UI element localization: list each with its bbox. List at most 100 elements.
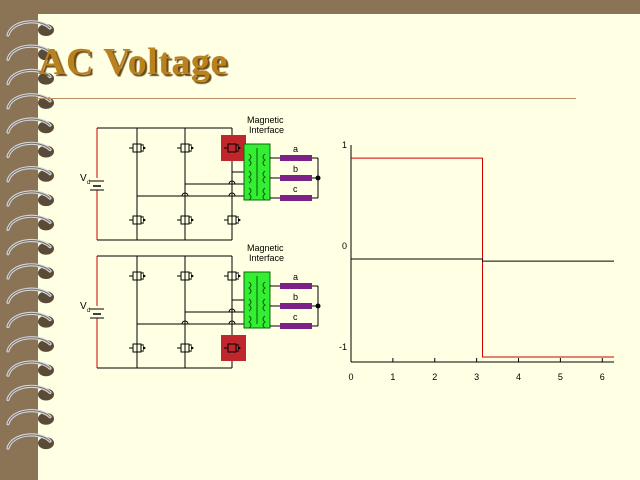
igbt-switch: [177, 143, 194, 153]
igbt-switch: [224, 271, 241, 281]
binder-ring: [6, 360, 54, 377]
interface-label-line2: Interface: [249, 253, 284, 263]
binder-ring: [6, 409, 54, 426]
coil-secondary: [262, 298, 266, 312]
source-subscript: d: [87, 308, 90, 314]
ring-wire-shade: [7, 264, 51, 279]
coil-secondary: [262, 281, 266, 295]
wire-crossover: [228, 308, 236, 313]
chart-axes: [350, 145, 614, 363]
binder-ring: [6, 214, 54, 231]
wire-crossover: [181, 320, 189, 325]
ring-wire-shade: [7, 288, 51, 303]
ring-wire-shade: [7, 361, 51, 376]
binder-ring: [6, 384, 54, 402]
phase-label-b: b: [293, 292, 298, 302]
ring-wire-shade: [7, 215, 51, 230]
phase-load-b: [280, 175, 312, 181]
igbt-switch: [129, 143, 146, 153]
coil-secondary: [262, 187, 266, 201]
wire-crossover: [181, 192, 189, 197]
y-tick-label: 0: [342, 241, 347, 251]
binder-ring: [6, 311, 54, 329]
binder-ring: [6, 238, 54, 256]
source-subscript: d: [87, 180, 90, 186]
ring-wire-shade: [7, 45, 51, 60]
coil-secondary: [262, 153, 266, 167]
coil-secondary: [262, 315, 266, 329]
series-line-2: [351, 258, 614, 262]
x-tick-label: 5: [558, 372, 563, 382]
x-tick-label: 0: [348, 372, 353, 382]
phase-load-c: [280, 323, 312, 329]
binder-ring: [6, 287, 54, 304]
binder-ring: [6, 263, 54, 280]
wire-crossover: [228, 320, 236, 325]
binder-ring: [6, 68, 54, 86]
source-label: V: [80, 301, 87, 312]
binder-ring: [6, 433, 54, 450]
diode-mark: [143, 218, 146, 222]
binder-ring: [6, 166, 54, 183]
phase-load-b: [280, 303, 312, 309]
interface-label-line1: Magnetic: [247, 115, 284, 125]
ring-wire-shade: [7, 167, 51, 182]
coil-primary: [248, 281, 252, 295]
igbt-switch: [177, 215, 194, 225]
coil-primary: [248, 153, 252, 167]
phase-label-c: c: [293, 312, 298, 322]
coil-primary: [248, 298, 252, 312]
ring-wire-shade: [7, 312, 51, 328]
diode-mark: [143, 274, 146, 278]
phase-load-a: [280, 283, 312, 289]
chart-series: [351, 157, 614, 358]
diode-mark: [191, 146, 194, 150]
y-tick-label: -1: [339, 342, 347, 352]
diode-mark: [191, 346, 194, 350]
ring-wire-shade: [7, 191, 51, 206]
binder-ring: [6, 141, 54, 159]
wire-crossover: [228, 180, 236, 185]
diode-mark: [238, 274, 241, 278]
phase-load-a: [280, 155, 312, 161]
phase-label-a: a: [293, 272, 298, 282]
ring-wire-shade: [7, 69, 51, 85]
x-tick-label: 4: [516, 372, 521, 382]
igbt-switch: [177, 343, 194, 353]
slide-page: [38, 14, 640, 480]
coil-primary: [248, 170, 252, 184]
ring-wire-shade: [7, 21, 51, 36]
diode-mark: [191, 274, 194, 278]
source-label: V: [80, 173, 87, 184]
interface-label-line2: Interface: [249, 125, 284, 135]
x-tick-label: 2: [432, 372, 437, 382]
phase-label-c: c: [293, 184, 298, 194]
diode-mark: [191, 218, 194, 222]
title-rule: [36, 98, 576, 99]
ring-wire-shade: [7, 337, 51, 352]
diode-mark: [143, 346, 146, 350]
diode-mark: [238, 346, 241, 350]
binder-ring: [6, 20, 54, 37]
ring-wire-shade: [7, 385, 51, 400]
binder-ring: [6, 44, 54, 61]
ring-wire-shade: [7, 410, 51, 425]
active-switch: [221, 135, 246, 161]
x-tick-label: 3: [474, 372, 479, 382]
binder-ring: [6, 336, 54, 353]
igbt-switch: [129, 215, 146, 225]
series-line-1: [351, 157, 614, 358]
coil-secondary: [262, 170, 266, 184]
neutral-node: [315, 175, 321, 181]
interface-label-line1: Magnetic: [247, 243, 284, 253]
phase-label-b: b: [293, 164, 298, 174]
ring-wire-shade: [7, 142, 51, 157]
coil-primary: [248, 315, 252, 329]
phase-load-c: [280, 195, 312, 201]
binder-ring: [6, 190, 54, 207]
